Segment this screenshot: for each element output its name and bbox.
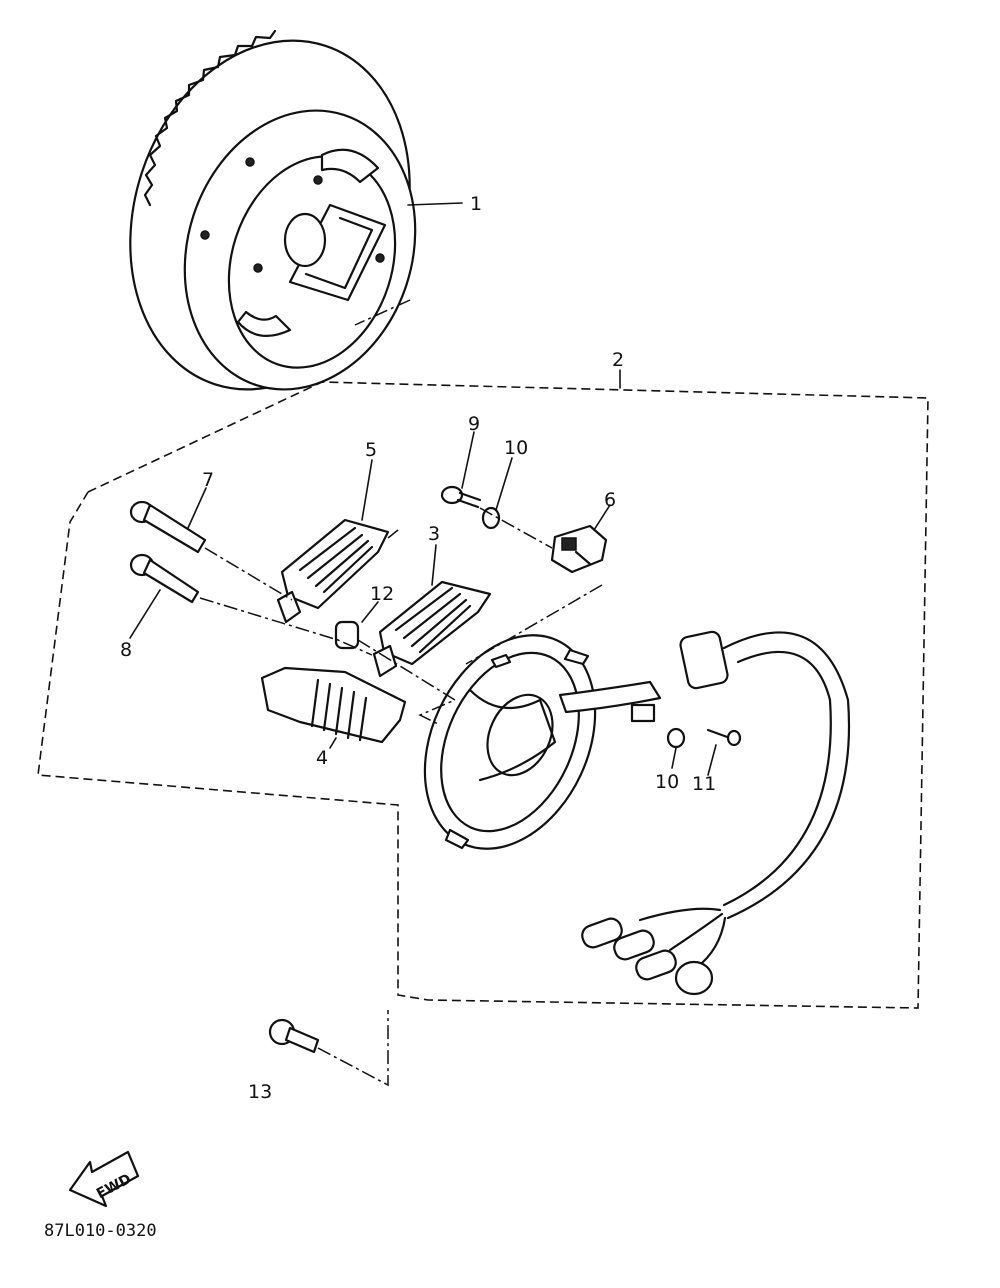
bolt-8: [129, 553, 200, 604]
callout-3: 3: [428, 523, 440, 545]
flywheel-rotor: [129, 29, 463, 391]
coil-4: [260, 666, 407, 744]
figure-code: 87L010-0320: [44, 1221, 157, 1241]
stator-assembly-outline: [37, 369, 929, 1009]
pulser-6: [550, 524, 608, 574]
callout-10a: 10: [504, 437, 528, 459]
leader-lines: [129, 431, 717, 776]
callout-9: 9: [468, 413, 480, 435]
callout-labels: 1 2 3 4 5 6 7 8 9 10 10 11 12 13: [120, 193, 716, 1103]
screw-9: [440, 485, 482, 509]
callout-2: 2: [612, 349, 624, 371]
coil-3: [372, 580, 492, 678]
callout-13: 13: [248, 1081, 272, 1103]
bolt-7: [129, 500, 207, 554]
screw-11: [706, 728, 742, 747]
callout-6: 6: [604, 489, 616, 511]
fwd-arrow: FWD: [68, 1150, 140, 1208]
callout-10b: 10: [655, 771, 679, 793]
washer-10b: [666, 727, 686, 749]
callout-11: 11: [692, 773, 716, 795]
coil-5: [276, 518, 390, 624]
spacer-12: [334, 620, 360, 650]
callout-12: 12: [370, 583, 394, 605]
callout-7: 7: [202, 469, 214, 491]
callout-1: 1: [470, 193, 482, 215]
stator-base-plate: [423, 634, 597, 850]
callout-4: 4: [316, 747, 328, 769]
bolt-13: [268, 1018, 320, 1054]
callout-8: 8: [120, 639, 132, 661]
alignment-lines: [199, 507, 603, 1087]
callout-5: 5: [365, 439, 377, 461]
wire-harness: [558, 630, 851, 996]
washer-10a: [481, 506, 501, 530]
